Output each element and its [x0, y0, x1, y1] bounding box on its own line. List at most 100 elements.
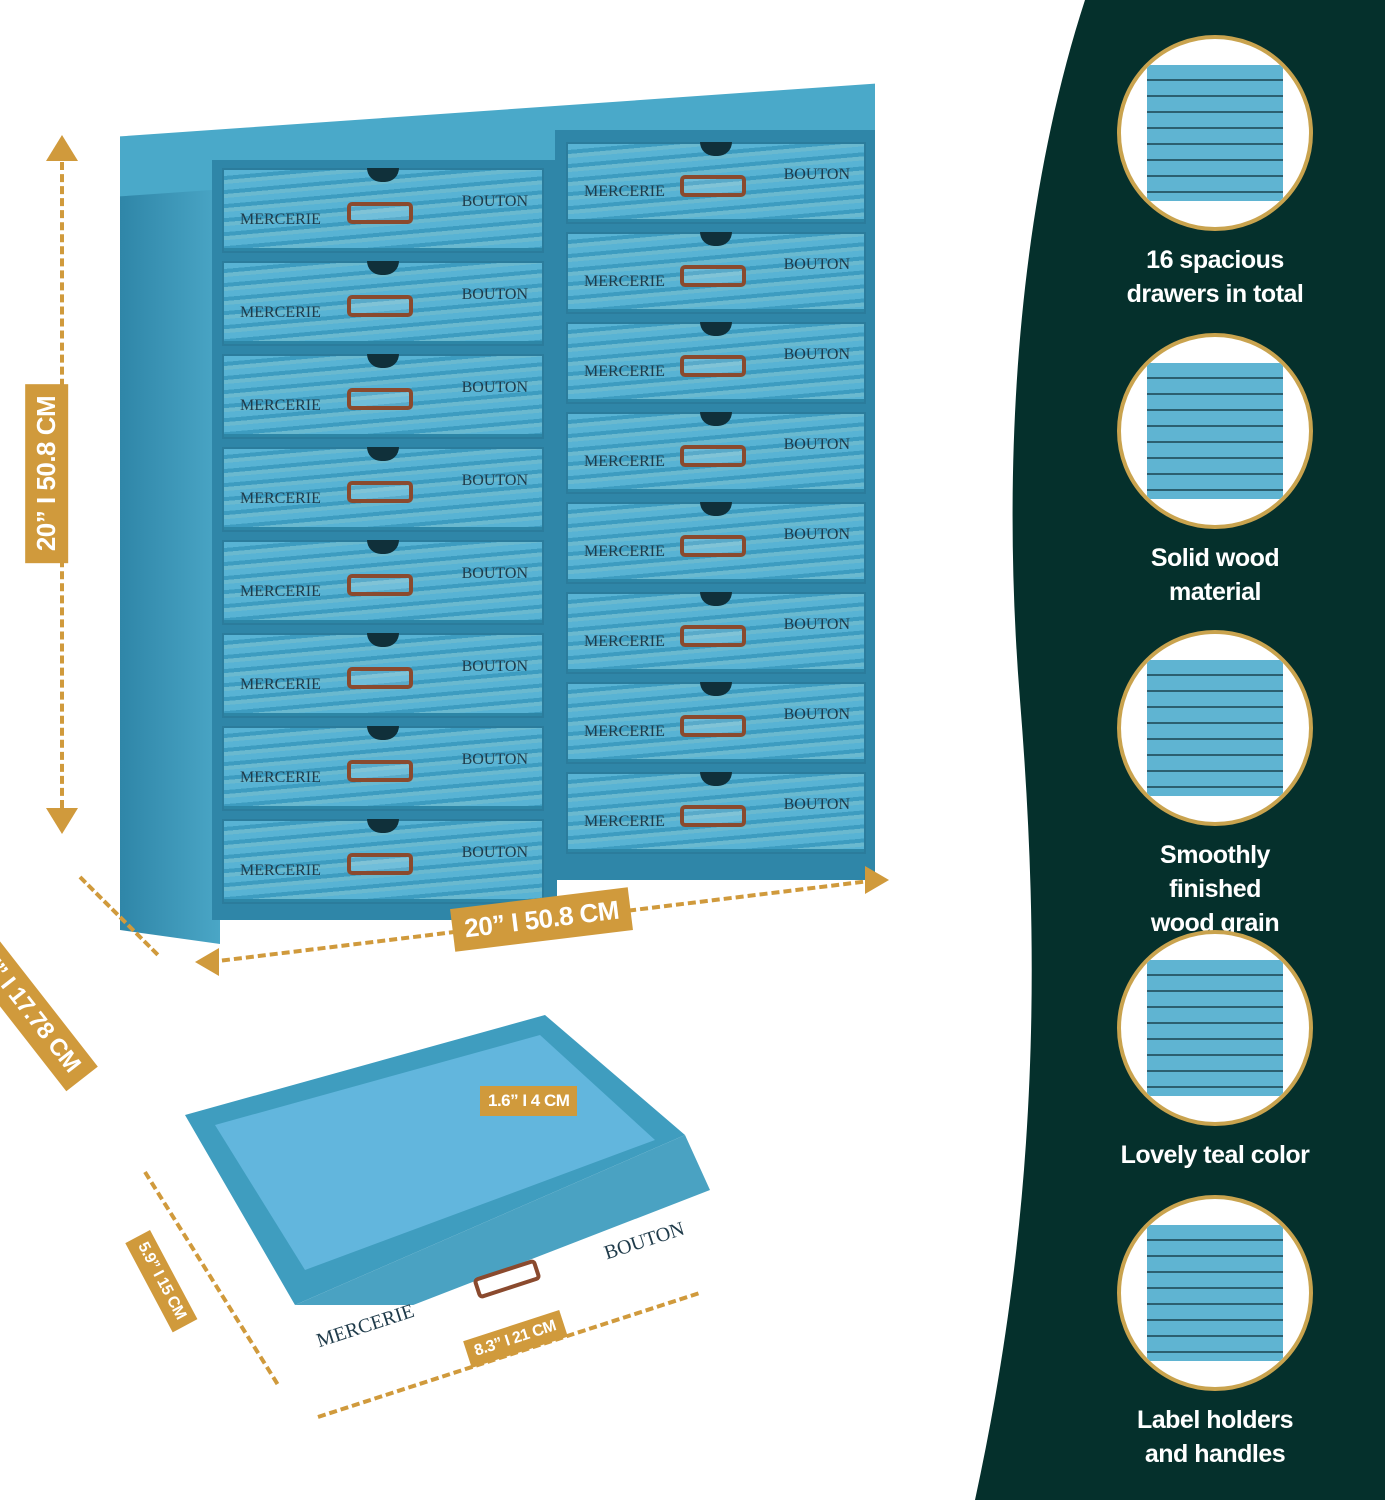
drawer[interactable]: MERCERIE BOUTON: [222, 447, 544, 532]
feature-teal-color: Lovely teal color: [1115, 930, 1315, 1172]
label-holder-handle[interactable]: [680, 535, 746, 558]
drawer-label-right: BOUTON: [783, 525, 850, 543]
feature-image: [1117, 333, 1313, 529]
drawer-label-left: MERCERIE: [584, 723, 665, 740]
finger-notch: [700, 322, 732, 336]
drawer[interactable]: MERCERIE BOUTON: [566, 682, 866, 764]
drawer[interactable]: MERCERIE BOUTON: [222, 168, 544, 253]
drawer[interactable]: MERCERIE BOUTON: [566, 412, 866, 494]
label-holder-handle[interactable]: [347, 295, 413, 318]
feature-text: Label holders: [1136, 1406, 1294, 1434]
drawer-label-left: MERCERIE: [584, 273, 665, 290]
label-holder-handle[interactable]: [680, 715, 746, 738]
finger-notch: [700, 682, 732, 696]
drawer-label-right: BOUTON: [461, 285, 528, 303]
drawer-label-right: BOUTON: [783, 345, 850, 363]
label-holder-handle[interactable]: [347, 760, 413, 783]
drawer[interactable]: MERCERIE BOUTON: [222, 633, 544, 718]
label-holder-handle[interactable]: [347, 667, 413, 690]
drawer-label-right: BOUTON: [783, 615, 850, 633]
feature-label-holders: Label holders and handles: [1115, 1195, 1315, 1471]
drawer[interactable]: MERCERIE BOUTON: [222, 354, 544, 439]
finger-notch: [367, 819, 399, 833]
cabinet-side: [120, 145, 220, 945]
label-holder-handle[interactable]: [680, 805, 746, 828]
feature-text: and handles: [1144, 1440, 1286, 1468]
finger-notch: [367, 633, 399, 647]
height-dimension-label: 20” I 50.8 CM: [25, 383, 69, 564]
finger-notch: [700, 592, 732, 606]
drawer[interactable]: MERCERIE BOUTON: [566, 232, 866, 314]
drawer[interactable]: MERCERIE BOUTON: [566, 322, 866, 404]
drawer[interactable]: MERCERIE BOUTON: [566, 502, 866, 584]
feature-image: [1117, 1195, 1313, 1391]
label-holder-handle[interactable]: [347, 853, 413, 876]
drawer-label-left: MERCERIE: [240, 489, 321, 507]
drawer-label-right: BOUTON: [461, 843, 528, 861]
drawer-label-left: MERCERIE: [584, 453, 665, 470]
arrow-up-icon: [46, 135, 78, 161]
drawer-label-left: MERCERIE: [240, 396, 321, 414]
finger-notch: [367, 447, 399, 461]
drawer-label-left: MERCERIE: [584, 363, 665, 380]
drawer-label-left: MERCERIE: [584, 813, 665, 830]
feature-image: [1117, 35, 1313, 231]
drawer-label-left: MERCERIE: [240, 675, 321, 693]
drawer-label-right: BOUTON: [461, 378, 528, 396]
label-holder-handle[interactable]: [680, 625, 746, 648]
drawer-label-right: BOUTON: [783, 435, 850, 453]
drawer-label-left: MERCERIE: [240, 303, 321, 321]
finger-notch: [367, 726, 399, 740]
drawer-label-right: BOUTON: [783, 255, 850, 273]
finger-notch: [367, 354, 399, 368]
drawer-label-left: MERCERIE: [240, 210, 321, 228]
finger-notch: [367, 168, 399, 182]
drawer-tray: [185, 1015, 710, 1305]
drawer-label-right: BOUTON: [461, 750, 528, 768]
arrow-down-icon: [46, 808, 78, 834]
drawer[interactable]: MERCERIE BOUTON: [222, 261, 544, 346]
drawer[interactable]: MERCERIE BOUTON: [222, 726, 544, 811]
label-holder-handle[interactable]: [680, 175, 746, 198]
feature-text: 16 spacious: [1146, 246, 1284, 274]
drawer-column-right: MERCERIE BOUTON MERCERIE BOUTON MERCERIE BOUT…: [566, 142, 866, 867]
drawer-label-left: MERCERIE: [584, 183, 665, 200]
feature-text: Solid wood: [1150, 544, 1280, 572]
feature-text: Lovely teal color: [1120, 1141, 1310, 1169]
drawer[interactable]: MERCERIE BOUTON: [566, 772, 866, 854]
drawer-label-right: BOUTON: [783, 705, 850, 723]
drawer-label-left: MERCERIE: [240, 582, 321, 600]
feature-image: [1117, 630, 1313, 826]
finger-notch: [700, 232, 732, 246]
drawer-column-left: MERCERIE BOUTON MERCERIE BOUTON MERCERIE BOUT…: [222, 168, 544, 913]
drawer-label-right: BOUTON: [461, 192, 528, 210]
label-holder-handle[interactable]: [347, 202, 413, 225]
drawer[interactable]: MERCERIE BOUTON: [222, 819, 544, 904]
finger-notch: [700, 412, 732, 426]
drawer-label-left: MERCERIE: [240, 768, 321, 786]
arrow-right-icon: [865, 866, 889, 894]
label-holder-handle[interactable]: [680, 265, 746, 288]
finger-notch: [700, 772, 732, 786]
drawer-label-right: BOUTON: [461, 471, 528, 489]
label-holder-handle[interactable]: [347, 574, 413, 597]
label-holder-handle[interactable]: [680, 355, 746, 378]
drawer-label-right: BOUTON: [461, 564, 528, 582]
drawer-label-right: BOUTON: [461, 657, 528, 675]
feature-image: [1117, 930, 1313, 1126]
drawer[interactable]: MERCERIE BOUTON: [222, 540, 544, 625]
label-holder-handle[interactable]: [347, 481, 413, 504]
finger-notch: [367, 540, 399, 554]
drawer-label-left: MERCERIE: [584, 543, 665, 560]
drawer-label-left: MERCERIE: [240, 861, 321, 879]
arrow-left-icon: [195, 948, 219, 976]
finger-notch: [367, 261, 399, 275]
finger-notch: [700, 142, 732, 156]
label-holder-handle[interactable]: [680, 445, 746, 468]
drawer-label-right: BOUTON: [783, 795, 850, 813]
label-holder-handle[interactable]: [347, 388, 413, 411]
